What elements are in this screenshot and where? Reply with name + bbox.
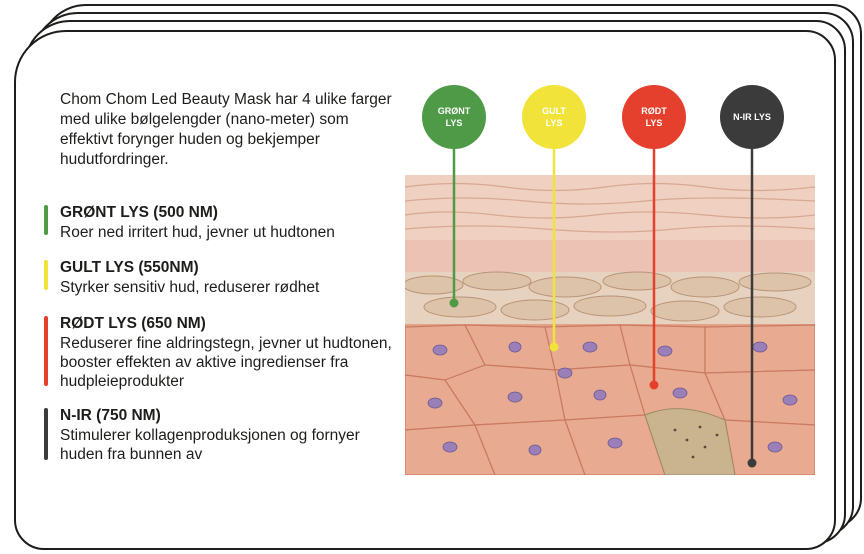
green-indicator-bar [44,205,48,235]
clear-layer [405,240,815,272]
yellow-indicator-bar [44,260,48,290]
light-description-yellow: Styrker sensitiv hud, reduserer rødhet [60,279,320,296]
light-title-nir: N-IR (750 NM) [60,407,161,424]
red-indicator-bar [44,316,48,386]
intro-text: Chom Chom Led Beauty Mask har 4 ulike fa… [60,91,392,168]
nir-marker-label: N-IR LYS [733,112,771,122]
light-description-nir: Stimulerer kollagenproduksjonen og forny… [60,427,360,463]
skin-diagram: GRØNT LYS GULT LYS RØDT LYS N-IR LYS [400,85,820,485]
nir-indicator-bar [44,408,48,460]
nir-light-marker: N-IR LYS [720,85,784,149]
green-light-marker: GRØNT LYS [422,85,486,149]
light-beams [449,149,757,468]
yellow-beam-end [549,342,559,352]
light-title-yellow: GULT LYS (550NM) [60,259,199,276]
nir-beam-end [747,458,757,468]
red-light-marker: RØDT LYS [622,85,686,149]
light-description-green: Roer ned irritert hud, jevner ut hudtone… [60,224,335,241]
yellow-marker-label: GULT LYS [542,106,566,128]
green-beam-end [449,298,459,308]
red-beam-end [649,380,659,390]
light-title-green: GRØNT LYS (500 NM) [60,204,218,221]
green-marker-label: GRØNT LYS [437,106,471,128]
yellow-light-marker: GULT LYS [522,85,586,149]
cell-nuclei [427,341,798,456]
fiber-dots [673,425,719,459]
dermis-fiber-area [644,408,736,475]
stratum-lines [405,182,815,233]
skin-cross-section [405,175,815,475]
red-marker-label: RØDT LYS [641,106,667,128]
light-title-red: RØDT LYS (650 NM) [60,315,206,332]
light-description-red: Reduserer fine aldringstegn, jevner ut h… [60,335,392,390]
